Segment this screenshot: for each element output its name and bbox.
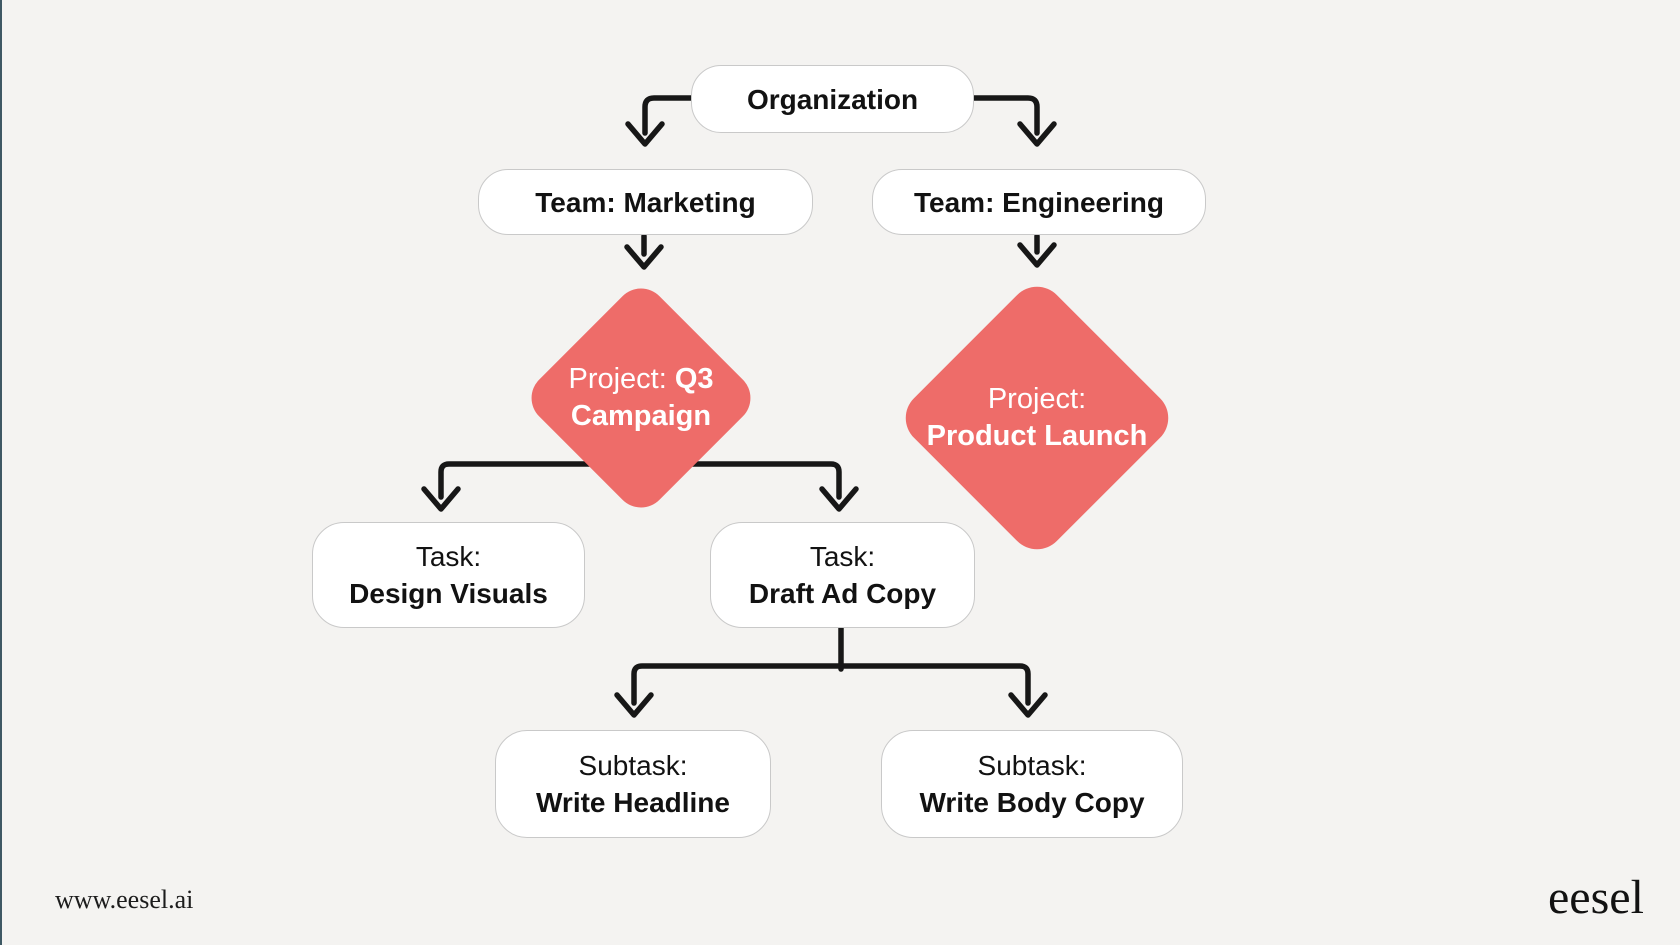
node-prefix: Project: xyxy=(568,363,667,395)
connector-team-marketing-to-project-q3 xyxy=(624,233,664,270)
node-prefix: Task: xyxy=(809,541,876,572)
node-organization: Organization xyxy=(691,65,974,133)
node-label: Team: Marketing xyxy=(535,186,756,218)
node-project-product-launch: Project: Product Launch xyxy=(894,275,1180,561)
node-name: Write Headline xyxy=(536,787,730,818)
node-task-draft-ad-copy: Task: Draft Ad Copy xyxy=(710,522,975,628)
node-subtask-write-body-copy: Subtask: Write Body Copy xyxy=(881,730,1183,838)
node-label: Organization xyxy=(746,83,919,115)
node-prefix: Subtask: xyxy=(977,750,1087,781)
node-task-design-visuals: Task: Design Visuals xyxy=(312,522,585,628)
node-label: Team: Engineering xyxy=(914,186,1164,218)
connector-organization-to-team-marketing xyxy=(625,95,694,147)
node-name-line1: Q3 xyxy=(674,363,714,395)
node-project-q3-campaign: Project: Q3 Campaign xyxy=(520,277,762,519)
brand-logo-text: eesel xyxy=(1548,871,1644,924)
node-subtask-write-headline: Subtask: Write Headline xyxy=(495,730,771,838)
connector-organization-to-team-engineering xyxy=(969,95,1057,147)
left-edge-accent-line xyxy=(0,0,2,945)
node-name: Write Body Copy xyxy=(919,787,1145,818)
node-name: Draft Ad Copy xyxy=(748,578,937,609)
node-name-line2: Product Launch xyxy=(926,420,1148,452)
node-prefix: Task: xyxy=(415,541,482,572)
node-team-marketing: Team: Marketing xyxy=(478,169,813,235)
diamond-label: Project: Q3 Campaign xyxy=(568,361,713,435)
diamond-label: Project: Product Launch xyxy=(927,381,1148,455)
node-name-line2: Campaign xyxy=(570,400,712,432)
connector-team-engineering-to-project-launch xyxy=(1017,233,1057,268)
node-team-engineering: Team: Engineering xyxy=(872,169,1206,235)
node-name: Design Visuals xyxy=(349,578,548,609)
node-prefix: Project: xyxy=(987,383,1087,415)
footer-url: www.eesel.ai xyxy=(55,885,194,914)
node-prefix: Subtask: xyxy=(578,750,688,781)
connector-task-draft-to-subtasks xyxy=(614,623,1048,718)
